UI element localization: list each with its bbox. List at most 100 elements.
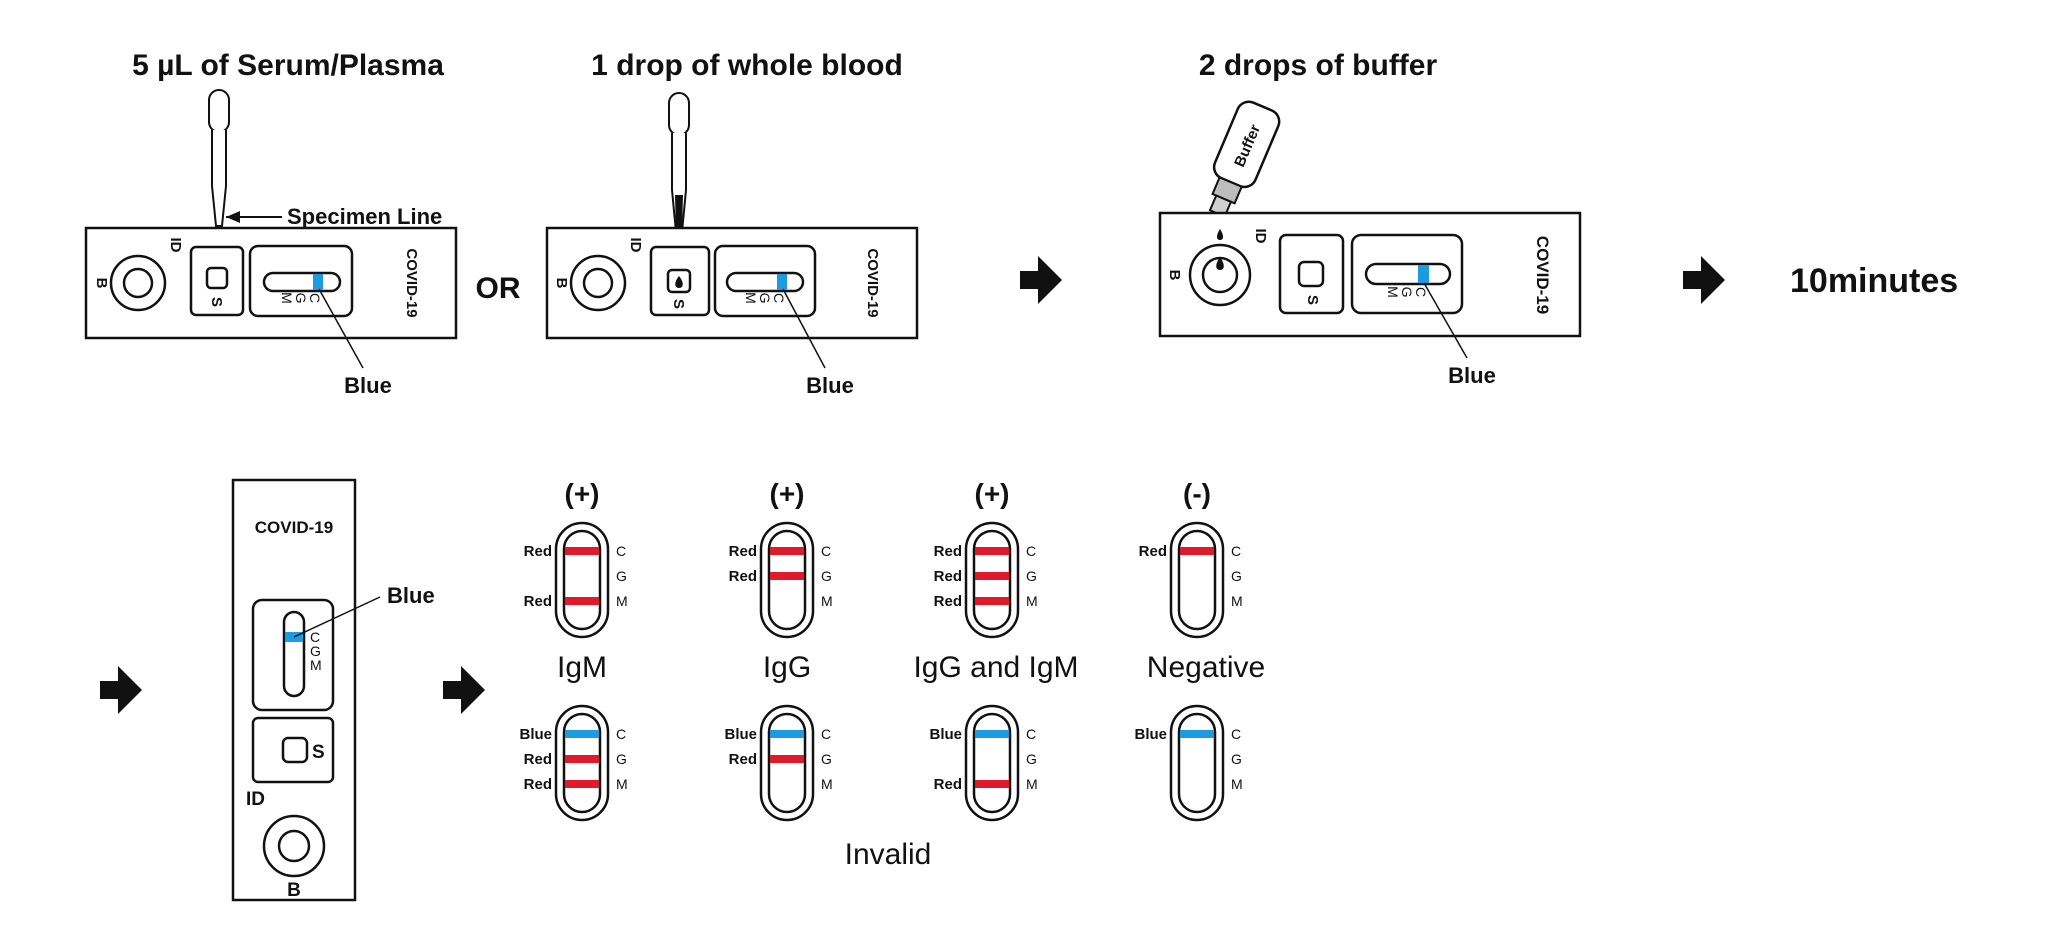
- strip-letter-label: M: [821, 593, 833, 609]
- line-color-label: Blue: [519, 726, 552, 743]
- window-g-label: G: [1399, 287, 1415, 298]
- control-line-blue: [1418, 265, 1429, 283]
- red-line-mark: [770, 547, 804, 555]
- negative-result-label: Negative: [1147, 651, 1265, 684]
- cassette-s-label: S: [1304, 295, 1321, 305]
- window-m-label: M: [1385, 286, 1401, 298]
- line-color-label: Blue: [929, 726, 962, 743]
- blue-callout-vertical: Blue: [387, 583, 435, 608]
- window-c-label: C: [771, 293, 787, 303]
- or-label: OR: [476, 272, 521, 305]
- strip-letter-label: G: [821, 568, 832, 584]
- pipette-serum-icon: [208, 89, 230, 227]
- control-line-blue: [777, 274, 787, 290]
- line-color-label: Red: [729, 751, 757, 768]
- cassette-brand-label: COVID-19: [864, 248, 881, 317]
- red-line-mark: [565, 547, 599, 555]
- window-g-label: G: [757, 293, 773, 304]
- test-cassette-vertical: COVID-19 C G M S ID B: [231, 478, 357, 902]
- both-positive-sign: (+): [975, 478, 1010, 509]
- line-color-label: Red: [524, 776, 552, 793]
- red-line-mark: [1180, 547, 1214, 555]
- wait-time-label: 10minutes: [1790, 262, 1958, 300]
- strip-letter-label: C: [821, 726, 831, 742]
- specimen-line-pointer: [226, 211, 282, 223]
- red-line-mark: [565, 755, 599, 763]
- window-g-label: G: [293, 293, 309, 304]
- window-m-label: M: [279, 292, 295, 304]
- red-line-mark: [565, 597, 599, 605]
- arrow-right-icon: [443, 666, 485, 714]
- line-color-label: Red: [934, 568, 962, 585]
- red-line-mark: [975, 780, 1009, 788]
- strip-letter-label: M: [1231, 776, 1243, 792]
- serum-step-title: 5 µL of Serum/Plasma: [132, 49, 444, 82]
- strip-letter-label: M: [1026, 776, 1038, 792]
- red-line-mark: [565, 780, 599, 788]
- line-color-label: Red: [934, 543, 962, 560]
- test-cassette-buffer: B ID S C G M COVID-19: [1158, 211, 1582, 338]
- strip-letter-label: C: [616, 726, 626, 742]
- red-line-mark: [975, 597, 1009, 605]
- line-color-label: Red: [1139, 543, 1167, 560]
- red-line-mark: [770, 572, 804, 580]
- strip-letter-label: C: [1026, 543, 1036, 559]
- strip-letter-label: C: [1231, 726, 1241, 742]
- cassette-brand-label: COVID-19: [255, 518, 333, 537]
- line-color-label: Red: [729, 543, 757, 560]
- cassette-s-label: S: [312, 742, 325, 763]
- cassette-id-label: ID: [627, 238, 644, 253]
- cassette-id-label: ID: [246, 789, 265, 810]
- strip-letter-label: M: [1026, 593, 1038, 609]
- strip-letter-label: C: [1231, 543, 1241, 559]
- negative-sign: (-): [1183, 478, 1211, 509]
- arrow-right-icon: [100, 666, 142, 714]
- line-color-label: Red: [934, 776, 962, 793]
- buffer-step-title: 2 drops of buffer: [1199, 49, 1438, 82]
- cassette-id-label: ID: [1252, 229, 1269, 244]
- both-result-label: IgG and IgM: [913, 651, 1078, 684]
- blue-callout-blood: Blue: [806, 373, 854, 398]
- window-m-label: M: [743, 292, 759, 304]
- window-c-label: C: [1413, 287, 1429, 297]
- test-cassette-blood: B ID S C G M COVID-19: [545, 226, 919, 340]
- blue-callout-buffer: Blue: [1448, 363, 1496, 388]
- strip-letter-label: C: [1026, 726, 1036, 742]
- strip-letter-label: M: [616, 593, 628, 609]
- strip-letter-label: G: [1231, 751, 1242, 767]
- line-color-label: Red: [934, 593, 962, 610]
- specimen-line-label: Specimen Line: [287, 204, 442, 229]
- window-c-label: C: [307, 293, 323, 303]
- arrow-right-icon: [1683, 256, 1725, 304]
- strip-letter-label: C: [616, 543, 626, 559]
- strip-letter-label: M: [821, 776, 833, 792]
- cassette-b-label: B: [287, 880, 301, 901]
- cassette-brand-label: COVID-19: [1533, 236, 1552, 314]
- blue-line-mark: [975, 730, 1009, 738]
- result-strips: CRedGMRedCRedGRedMCRedGRedMRedCRedGMCBlu…: [519, 521, 1243, 822]
- red-line-mark: [770, 755, 804, 763]
- line-color-label: Red: [524, 543, 552, 560]
- blood-step-title: 1 drop of whole blood: [591, 49, 903, 82]
- test-cassette-serum: B ID S C G M COVID-19: [84, 226, 458, 340]
- window-c-label: C: [310, 629, 320, 645]
- line-color-label: Red: [729, 568, 757, 585]
- igm-result-label: IgM: [557, 651, 607, 684]
- window-m-label: M: [310, 657, 322, 673]
- pipette-blood-icon: [668, 92, 690, 270]
- blue-callout-serum: Blue: [344, 373, 392, 398]
- blue-line-mark: [1180, 730, 1214, 738]
- cassette-s-label: S: [670, 299, 687, 309]
- igm-positive-sign: (+): [565, 478, 600, 509]
- strip-letter-label: G: [821, 751, 832, 767]
- cassette-b-label: B: [1166, 270, 1183, 281]
- strip-letter-label: M: [1231, 593, 1243, 609]
